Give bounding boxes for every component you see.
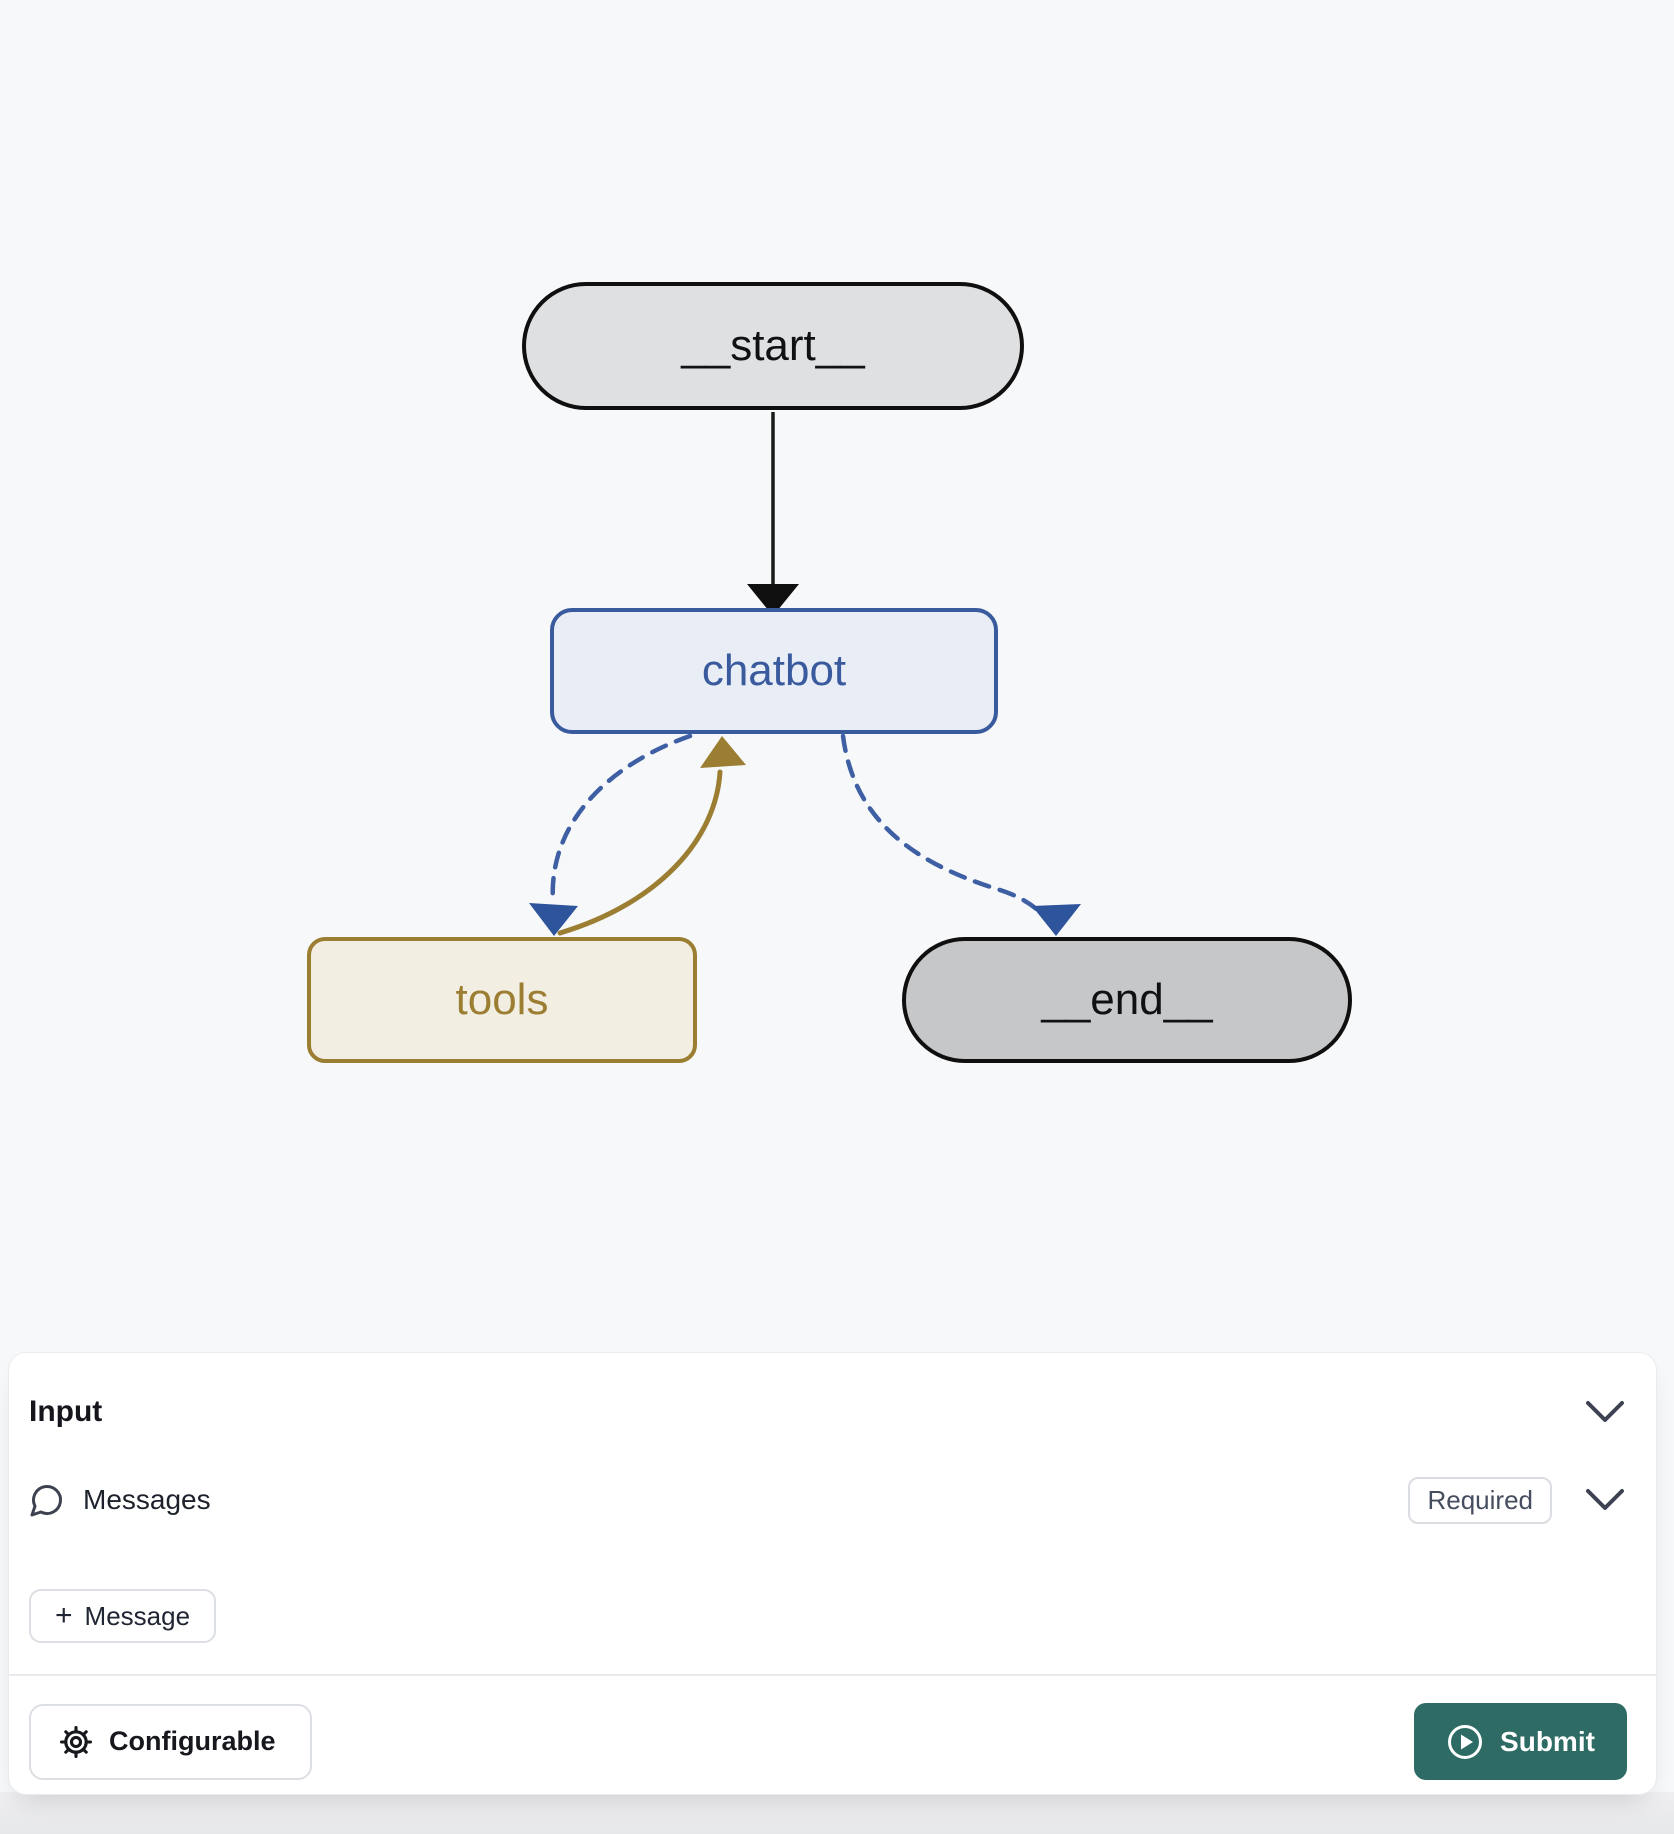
input-collapse-chevron-down-icon[interactable] — [1584, 1399, 1626, 1425]
edge-chatbot-end-arrowhead — [1032, 904, 1081, 936]
graph-node-tools-label: tools — [455, 975, 549, 1024]
plus-icon: + — [55, 1599, 73, 1632]
graph-node-start[interactable]: __start__ — [522, 282, 1024, 410]
edge-tools-chatbot-arrowhead — [700, 736, 746, 768]
messages-collapse-chevron-down-icon[interactable] — [1584, 1487, 1626, 1513]
submit-button-label: Submit — [1500, 1725, 1595, 1757]
graph-node-chatbot-label: chatbot — [701, 646, 847, 695]
play-circle-icon — [1448, 1724, 1483, 1759]
graph-node-chatbot[interactable]: chatbot — [550, 608, 998, 734]
configurable-button[interactable]: Configurable — [29, 1703, 312, 1780]
required-badge-label: Required — [1427, 1484, 1533, 1515]
add-message-row: + Message — [29, 1589, 217, 1643]
bottom-background-strip — [0, 1792, 1674, 1834]
add-message-button-label: Message — [84, 1600, 191, 1631]
input-panel: Input Messages Required + Message — [8, 1352, 1657, 1795]
input-section-header[interactable]: Input — [9, 1383, 1656, 1441]
required-badge: Required — [1408, 1476, 1552, 1524]
submit-button[interactable]: Submit — [1414, 1703, 1627, 1780]
graph-node-end-label: __end__ — [1041, 975, 1213, 1024]
configurable-button-label: Configurable — [109, 1726, 276, 1756]
messages-field-label: Messages — [83, 1484, 211, 1515]
message-bubble-icon — [30, 1484, 63, 1517]
gear-icon — [59, 1725, 93, 1758]
panel-footer: Configurable Submit — [9, 1703, 1656, 1780]
input-section-title: Input — [29, 1395, 103, 1428]
graph-node-start-label: __start__ — [681, 321, 865, 370]
graph-node-tools[interactable]: tools — [307, 937, 697, 1063]
graph-node-end[interactable]: __end__ — [902, 937, 1352, 1063]
edge-chatbot-tools — [550, 733, 693, 905]
edge-chatbot-tools-arrowhead — [529, 903, 578, 936]
messages-field-row[interactable]: Messages Required — [9, 1471, 1656, 1529]
edge-chatbot-end — [840, 733, 1056, 931]
add-message-button[interactable]: + Message — [29, 1589, 217, 1643]
panel-divider — [9, 1674, 1656, 1676]
edge-tools-chatbot — [557, 769, 723, 936]
